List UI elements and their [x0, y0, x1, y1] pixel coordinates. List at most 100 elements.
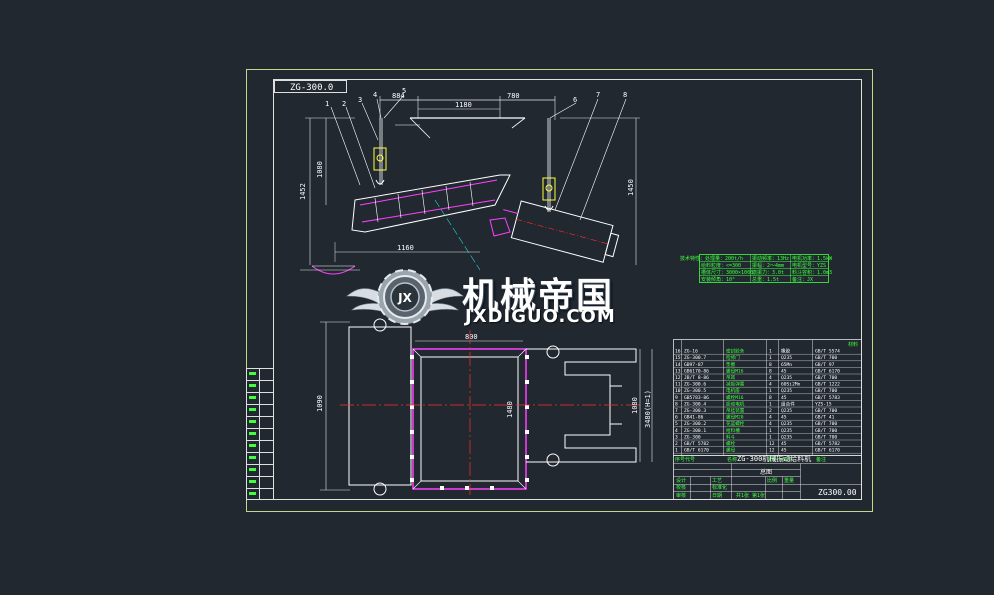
bom-cell: 4	[769, 382, 772, 388]
bom-cell: 8	[769, 395, 772, 401]
bom-cell: 1	[769, 349, 772, 355]
bom-cell: 4	[675, 428, 678, 434]
dim-1160: 1160	[397, 244, 414, 252]
bom-cell: 6	[675, 415, 678, 421]
bom-cell: 检修门	[726, 354, 740, 361]
dim-800: 800	[465, 333, 478, 341]
bom-col-code: 代号	[685, 456, 695, 463]
bom-cell: GB/T 41	[815, 415, 835, 421]
bom-cell: 1	[769, 434, 772, 440]
tech-r3-c3: 料斗容积：1.0m3	[792, 269, 832, 276]
bom-cell: 螺栓M16	[726, 394, 744, 401]
callout-7: 7	[596, 91, 600, 99]
tech-r4-c2: 总重：1.5t	[752, 276, 779, 283]
bom-cell: 1	[769, 401, 772, 407]
dim-1452: 1452	[299, 183, 307, 200]
bom-cell: 减振弹簧	[726, 381, 745, 388]
bom-cell: ZG-300.7	[684, 355, 706, 361]
tb-sheet: 共1张 第1张	[736, 492, 765, 499]
tech-r4-c1: 安装倾角：10°	[701, 276, 735, 283]
bom-cell: Q235	[781, 355, 792, 361]
bom-cell: GB/T 5782	[815, 441, 840, 447]
left-revision-strip	[246, 368, 274, 500]
bom-cell: GB97-87	[684, 362, 704, 368]
callout-3: 3	[358, 96, 362, 104]
bom-cell: 13	[675, 368, 681, 374]
callout-1: 1	[325, 100, 329, 108]
bom-cell: GB/T 1222	[815, 382, 840, 388]
bom-cell: 1	[769, 388, 772, 394]
bom-cell: Q235	[781, 388, 792, 394]
bom-cell: 16	[675, 349, 681, 355]
bom-cell: YZS-15	[815, 401, 832, 407]
bom-cell: 吊挂装置	[726, 407, 745, 414]
bom-cell: GB6170-86	[684, 368, 709, 374]
bom-cell: 料斗	[726, 433, 736, 440]
bom-cell: 4	[769, 375, 772, 381]
bom-cell: 振动电机	[726, 400, 745, 407]
bom-cell: 5	[675, 421, 678, 427]
callout-8: 8	[623, 91, 627, 99]
bom-cell: 7	[675, 408, 678, 414]
bom-cell: 密封胶条	[726, 348, 745, 355]
tech-r3-c2: 激振力：3.0t	[752, 269, 784, 276]
bom-cell: ZG-300.1	[684, 428, 706, 434]
paper-frame	[246, 69, 873, 512]
bom-cell: 给料槽	[726, 427, 740, 434]
bom-cell: Q235	[781, 428, 792, 434]
bom-cell: 9	[675, 395, 678, 401]
bom-cell: ZG-300.5	[684, 388, 706, 394]
dim-1080: 1080	[316, 161, 324, 178]
bom-col-name: 名称	[727, 456, 737, 463]
bom-cell: GB/T 5574	[815, 349, 840, 355]
bom-cell: 组合件	[781, 400, 795, 407]
bom-cell: ZG-300.2	[684, 421, 706, 427]
tech-r2-c3: 电机型号：YZS	[792, 262, 826, 269]
bom-cell: GB/T 700	[815, 428, 837, 434]
bom-cell: GB/T 5783	[815, 395, 840, 401]
tb-process: 工艺	[712, 478, 722, 484]
bom-cell: GB/T 700	[815, 375, 837, 381]
bom-cell: Q235	[781, 434, 792, 440]
tech-r3-c1: 槽体尺寸：3000×1000	[701, 269, 753, 276]
bom-cell: JB/T 8-86	[684, 375, 709, 381]
bom-cell: 螺栓	[726, 440, 736, 447]
bom-cell: 螺母M16	[726, 367, 744, 374]
bom-cell: 60Si2Mn	[781, 382, 801, 388]
dim-1450: 1450	[627, 179, 635, 196]
bom-cell: 4	[769, 415, 772, 421]
bom-cell: Q235	[781, 421, 792, 427]
bom-cell: 垫圈	[726, 361, 736, 368]
bom-cell: GB/T 700	[815, 388, 837, 394]
bom-cell: 3	[675, 434, 678, 440]
bom-cell: Q235	[781, 408, 792, 414]
bom-col-material: 材料	[782, 456, 792, 463]
tech-r1-c2: 振动频率：13Hz	[752, 255, 789, 262]
bom-cell: GB5783-86	[684, 395, 709, 401]
bom-cell: 2	[769, 408, 772, 414]
bom-cell: GB41-86	[684, 415, 704, 421]
tech-r4-c3: 备注：JX	[792, 276, 813, 283]
bom-cell: 45	[781, 368, 787, 374]
tech-r2-c2: 振幅：2～4mm	[752, 262, 784, 269]
bom-cell: 12	[769, 441, 775, 447]
bom-cell: 15	[675, 355, 681, 361]
bom-cell: 45	[781, 448, 787, 454]
bom-cell: 4	[769, 421, 772, 427]
bom-cell: GB/T 700	[815, 408, 837, 414]
dim-780: 780	[507, 92, 520, 100]
callout-6: 6	[573, 96, 577, 104]
front-view: 884 1180 780 1452 1080 1450	[299, 87, 640, 275]
tb-designer: 设计	[676, 477, 686, 484]
bom-cell: 11	[675, 382, 681, 388]
bom-cell: GB/T 97	[815, 362, 835, 368]
bom-cell: ZG-300.3	[684, 408, 706, 414]
watermark-logo: JX	[346, 269, 464, 325]
callout-5: 5	[402, 87, 406, 95]
drawing-number: ZG300.00	[818, 488, 857, 497]
bom-cell: 8	[769, 368, 772, 374]
tb-approver: 审核	[676, 492, 686, 499]
